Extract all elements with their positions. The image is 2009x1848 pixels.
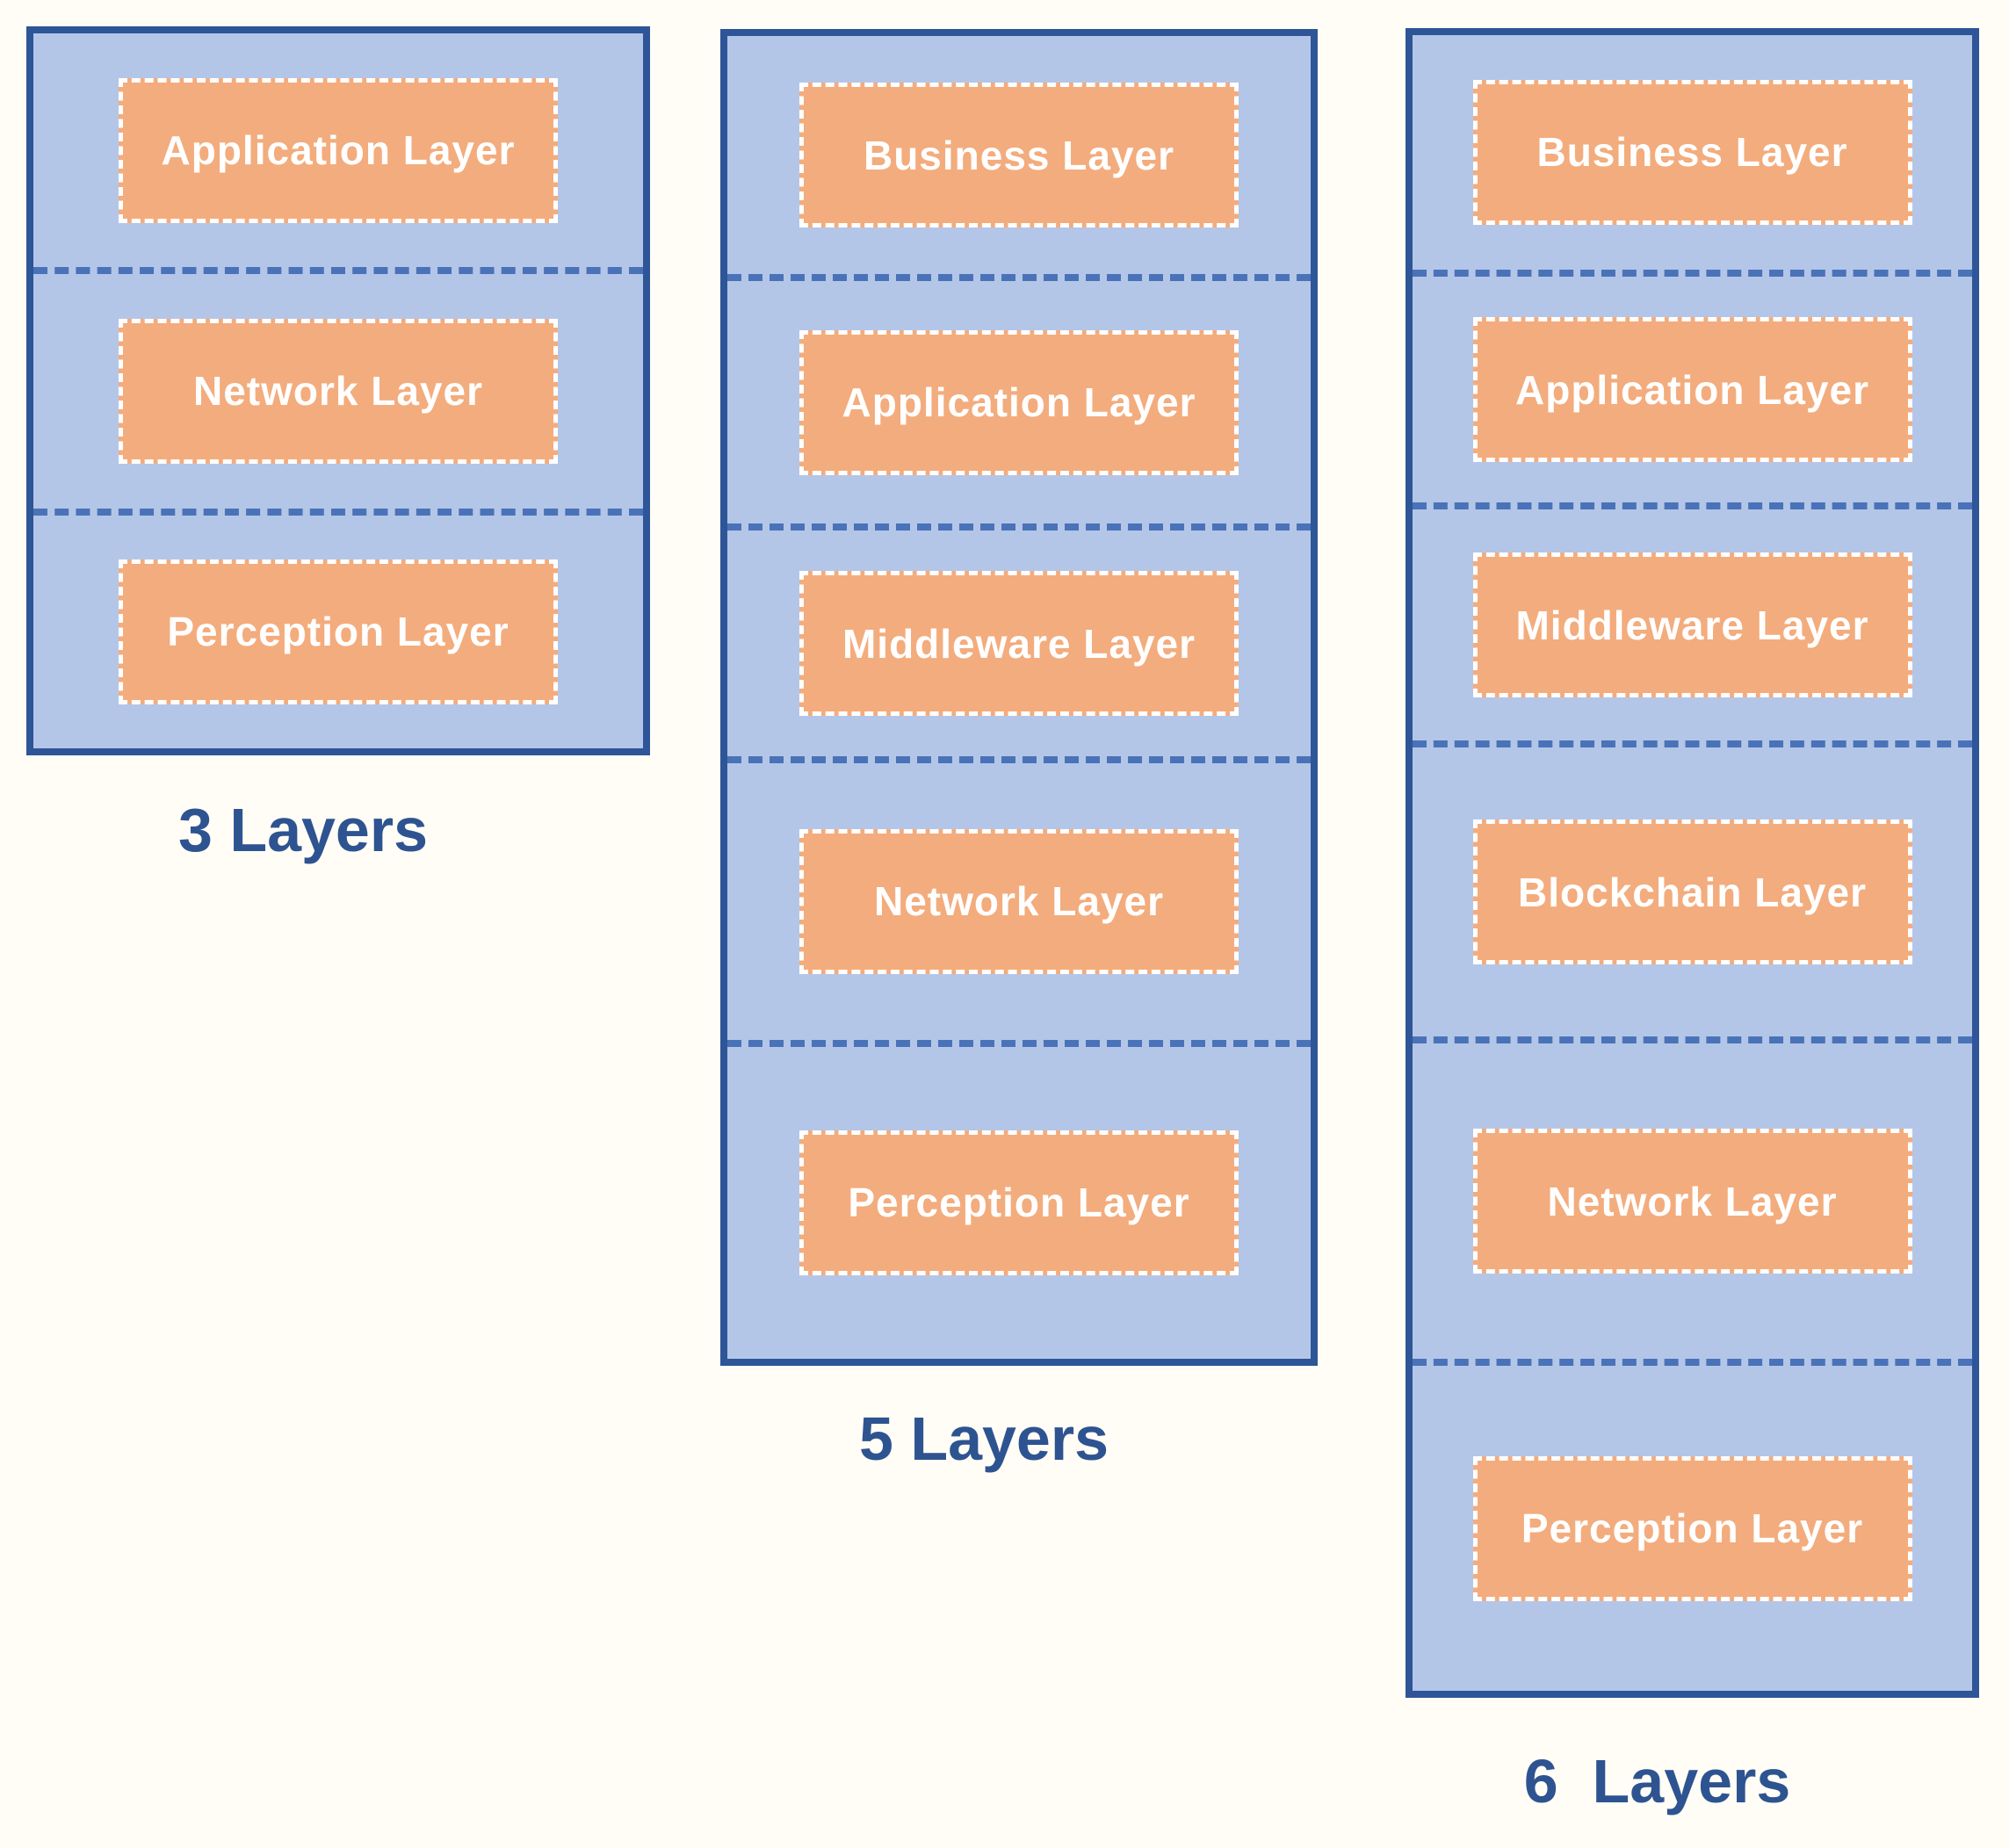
layer-section: Application Layer (33, 33, 643, 267)
architecture-stack-5-layers: Business Layer Application Layer Middlew… (720, 29, 1318, 1366)
layer-box-perception: Perception Layer (1472, 1455, 1912, 1601)
architecture-stack-6-layers: Business Layer Application Layer Middlew… (1406, 28, 1979, 1698)
layer-section: Blockchain Layer (1413, 740, 1972, 1036)
layer-section: Network Layer (1413, 1036, 1972, 1359)
layer-section: Middleware Layer (1413, 502, 1972, 740)
architecture-stack-3-layers: Application Layer Network Layer Percepti… (26, 26, 650, 755)
layer-section: Middleware Layer (727, 523, 1311, 756)
layer-section: Business Layer (727, 36, 1311, 274)
layer-box-network: Network Layer (1472, 1129, 1912, 1274)
layer-box-business: Business Layer (1472, 79, 1912, 225)
layer-box-network: Network Layer (119, 318, 558, 464)
layer-box-middleware: Middleware Layer (1472, 552, 1912, 698)
layer-box-network: Network Layer (799, 828, 1239, 974)
layer-section: Business Layer (1413, 35, 1972, 270)
layer-section: Application Layer (727, 274, 1311, 523)
caption-5-layers: 5 Layers (858, 1404, 1109, 1473)
layer-box-application: Application Layer (1472, 317, 1912, 462)
layer-box-application: Application Layer (799, 329, 1239, 475)
layer-box-application: Application Layer (119, 77, 558, 223)
layer-box-perception: Perception Layer (119, 559, 558, 704)
layer-section: Perception Layer (727, 1039, 1311, 1359)
layer-section: Application Layer (1413, 269, 1972, 502)
caption-6-layers: 6 Layers (1523, 1747, 1791, 1816)
layer-section: Network Layer (33, 267, 643, 508)
layer-box-business: Business Layer (799, 83, 1239, 228)
layer-box-perception: Perception Layer (799, 1130, 1239, 1275)
layer-box-middleware: Middleware Layer (799, 571, 1239, 716)
layer-section: Network Layer (727, 755, 1311, 1040)
layer-section: Perception Layer (33, 508, 643, 748)
caption-3-layers: 3 Layers (177, 796, 429, 864)
layer-box-blockchain: Blockchain Layer (1472, 819, 1912, 965)
layer-section: Perception Layer (1413, 1359, 1972, 1691)
